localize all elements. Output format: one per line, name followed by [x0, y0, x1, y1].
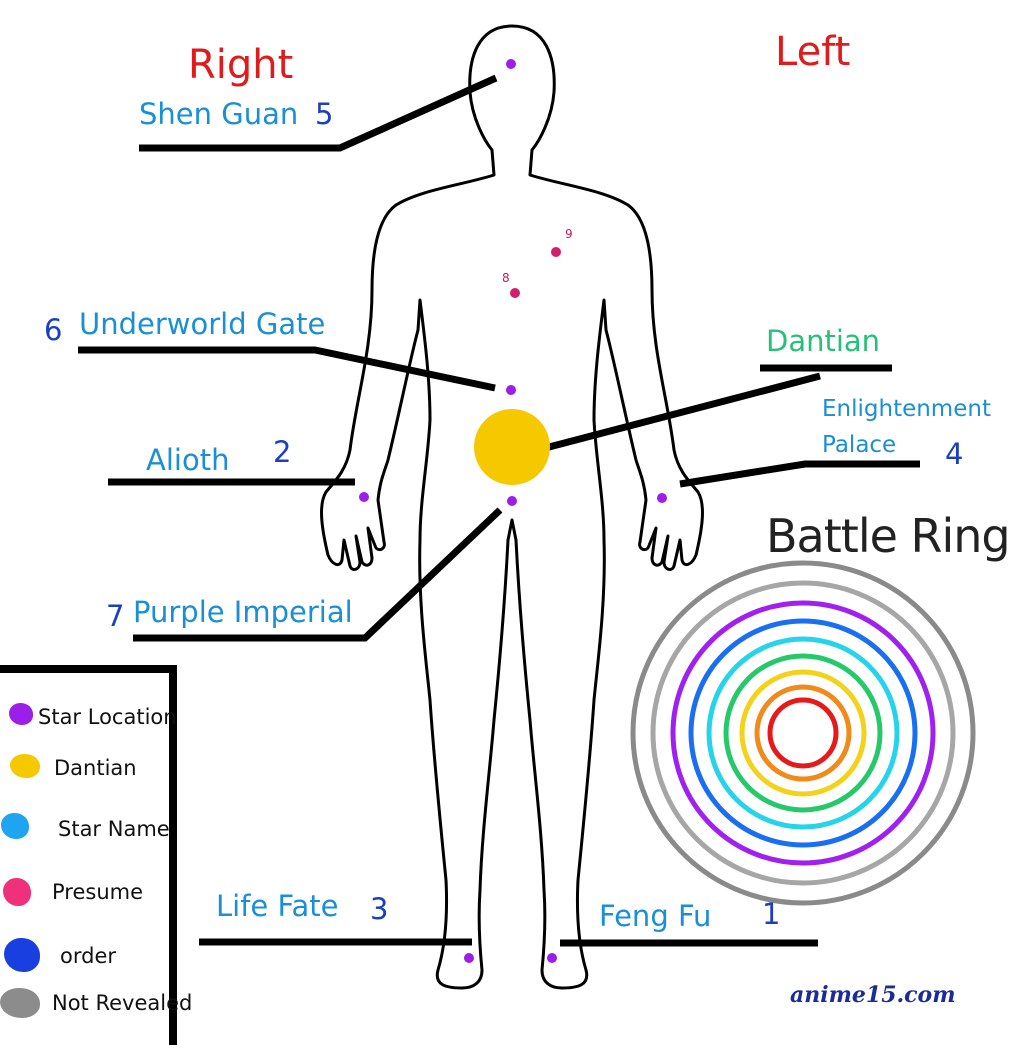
legend-label-not-revealed: Not Revealed	[52, 991, 193, 1015]
callout-lines	[78, 74, 920, 947]
legend-swatch-not-revealed	[0, 988, 40, 1018]
battle-ring-circle-8	[754, 684, 852, 782]
order-shen-guan: 5	[315, 97, 334, 131]
side-label-right: Right	[188, 42, 294, 88]
line-underworld-gate	[78, 346, 496, 392]
legend-swatch-star-location	[9, 703, 33, 725]
star-point-life-fate	[464, 953, 474, 963]
star-name-underworld-gate: Underworld Gate	[79, 307, 326, 341]
legend-label-star-location: Star Location	[38, 705, 177, 729]
battle-ring-circle-9	[767, 697, 839, 769]
order-life-fate: 3	[370, 892, 389, 926]
presume-points	[510, 247, 561, 298]
star-point-enlightenment-palace	[657, 493, 667, 503]
star-name-shen-guan: Shen Guan	[139, 97, 299, 131]
diagram-svg	[78, 24, 976, 990]
battle-ring-circle-1	[630, 560, 976, 906]
battle-ring-circle-3	[670, 600, 936, 866]
star-point-alioth	[359, 492, 369, 502]
battle-ring-circles	[630, 560, 976, 906]
presume-point-9	[551, 247, 561, 257]
site-watermark: anime15.com	[790, 982, 956, 1008]
battle-ring-title: Battle Ring	[766, 509, 1011, 563]
star-name-enlightenment-line2: Palace	[822, 432, 897, 458]
order-enlightenment-palace: 4	[945, 437, 964, 471]
legend-box: Star Location Dantian Star Name Presume …	[0, 665, 192, 1045]
diagram-canvas: Right Left Shen Guan 5 6 Underworld Gate…	[0, 24, 1011, 1045]
line-enlightenment-palace	[679, 460, 920, 488]
star-point-feng-fu	[547, 953, 557, 963]
side-label-left: Left	[775, 29, 851, 75]
legend-label-order: order	[60, 944, 116, 968]
legend-label-dantian: Dantian	[54, 756, 137, 780]
star-points	[359, 59, 667, 963]
legend-label-presume: Presume	[52, 880, 144, 904]
order-alioth: 2	[273, 435, 292, 469]
presume-label-9: 9	[565, 227, 573, 241]
order-underworld-gate: 6	[44, 313, 63, 347]
legend-swatch-dantian	[10, 754, 40, 778]
star-point-shen-guan	[506, 59, 516, 69]
battle-ring-circle-2	[650, 580, 956, 886]
presume-point-8	[510, 288, 520, 298]
line-purple-imperial	[133, 507, 503, 642]
star-name-life-fate: Life Fate	[216, 889, 339, 923]
legend-label-star-name: Star Name	[58, 817, 170, 841]
battle-ring-circle-5	[706, 636, 900, 830]
battle-ring-circle-7	[739, 669, 867, 797]
star-point-underworld-gate	[506, 385, 516, 395]
star-name-enlightenment-line1: Enlightenment	[822, 396, 991, 422]
line-shen-guan	[139, 74, 498, 152]
star-name-purple-imperial: Purple Imperial	[133, 595, 353, 629]
star-name-feng-fu: Feng Fu	[599, 899, 712, 933]
human-body-outline	[320, 24, 704, 990]
star-point-purple-imperial	[507, 496, 517, 506]
legend-swatch-presume	[3, 878, 31, 906]
battle-ring-circle-4	[688, 618, 918, 848]
line-dantian-pointer	[529, 372, 821, 456]
dantian-circle	[474, 409, 550, 485]
star-name-alioth: Alioth	[146, 443, 230, 477]
label-dantian: Dantian	[766, 324, 881, 358]
battle-ring-circle-6	[723, 653, 883, 813]
legend-swatch-star-name	[1, 813, 29, 839]
order-purple-imperial: 7	[106, 599, 125, 633]
presume-label-8: 8	[502, 271, 510, 285]
legend-swatch-order	[4, 938, 40, 972]
order-feng-fu: 1	[762, 897, 781, 931]
